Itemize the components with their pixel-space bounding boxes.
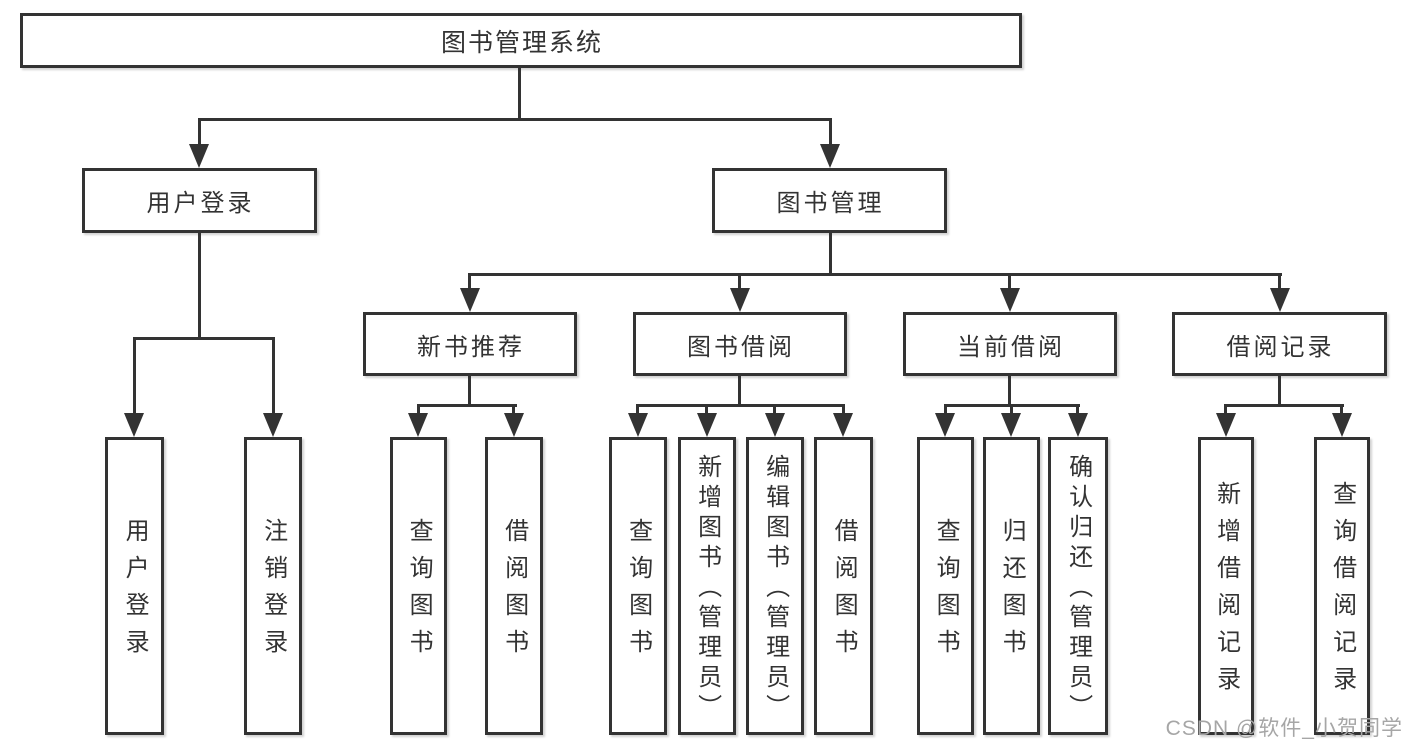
- connector-segment: [1224, 404, 1227, 416]
- connector-segment: [468, 376, 471, 407]
- node-user-login: 用户登录: [82, 168, 317, 233]
- leaf-logout: 注销登录: [244, 437, 302, 735]
- leaf-borrow-books-recommend: 借阅图书: [485, 437, 543, 735]
- connector-segment: [198, 118, 201, 148]
- leaf-add-borrow-record-label: 新增借阅记录: [1212, 481, 1240, 703]
- node-current-borrow: 当前借阅: [903, 312, 1117, 376]
- connector-segment: [468, 273, 1282, 276]
- connector-segment: [198, 233, 201, 340]
- node-new-book-recommend-label: 新书推荐: [417, 333, 525, 361]
- leaf-borrow-books-label: 借阅图书: [830, 518, 858, 666]
- arrowhead-down: [408, 413, 428, 437]
- connector-segment: [1010, 404, 1013, 416]
- node-root: 图书管理系统: [20, 13, 1022, 68]
- connector-segment: [133, 337, 136, 415]
- node-borrow-records: 借阅记录: [1172, 312, 1387, 376]
- connector-segment: [773, 404, 776, 416]
- node-user-login-label: 用户登录: [146, 190, 255, 217]
- arrowhead-down: [697, 413, 717, 437]
- connector-segment: [272, 337, 275, 415]
- arrowhead-down: [820, 144, 840, 168]
- connector-segment: [468, 273, 471, 291]
- leaf-add-book-admin: 新增图书（管理员）: [678, 437, 736, 735]
- arrowhead-down: [935, 413, 955, 437]
- leaf-query-books-recommend-label: 查询图书: [405, 518, 433, 666]
- connector-segment: [842, 404, 845, 416]
- arrowhead-down: [460, 288, 480, 312]
- leaf-borrow-books: 借阅图书: [814, 437, 873, 735]
- node-book-management-label: 图书管理: [776, 190, 885, 217]
- leaf-edit-book-admin-label: 编辑图书（管理员）: [761, 454, 789, 724]
- leaf-query-books-current: 查询图书: [917, 437, 974, 735]
- node-book-borrow: 图书借阅: [633, 312, 847, 376]
- connector-segment: [636, 404, 639, 416]
- arrowhead-down: [1000, 288, 1020, 312]
- node-borrow-records-label: 借阅记录: [1226, 333, 1335, 361]
- leaf-query-books-borrow-label: 查询图书: [624, 518, 652, 666]
- arrowhead-down: [628, 413, 648, 437]
- leaf-borrow-books-recommend-label: 借阅图书: [500, 518, 528, 666]
- connector-segment: [1278, 273, 1281, 291]
- leaf-edit-book-admin: 编辑图书（管理员）: [746, 437, 804, 735]
- arrowhead-down: [1216, 413, 1236, 437]
- node-book-borrow-label: 图书借阅: [687, 333, 795, 361]
- node-book-management: 图书管理: [712, 168, 947, 233]
- connector-segment: [1340, 404, 1343, 416]
- arrowhead-down: [124, 413, 144, 437]
- leaf-return-book-label: 归还图书: [998, 518, 1026, 666]
- connector-segment: [1278, 376, 1281, 407]
- arrowhead-down: [730, 288, 750, 312]
- leaf-query-books-recommend: 查询图书: [390, 437, 447, 735]
- leaf-user-login: 用户登录: [105, 437, 164, 735]
- connector-segment: [636, 404, 845, 407]
- arrowhead-down: [504, 413, 524, 437]
- connector-segment: [417, 404, 420, 416]
- connector-segment: [829, 118, 832, 148]
- arrowhead-down: [833, 413, 853, 437]
- node-current-borrow-label: 当前借阅: [957, 333, 1065, 361]
- connector-segment: [1008, 376, 1011, 407]
- connector-segment: [198, 118, 832, 121]
- connector-segment: [944, 404, 947, 416]
- leaf-confirm-return-admin: 确认归还（管理员）: [1048, 437, 1108, 735]
- leaf-query-books-borrow: 查询图书: [609, 437, 667, 735]
- arrowhead-down: [189, 144, 209, 168]
- leaf-user-login-label: 用户登录: [121, 518, 149, 666]
- connector-segment: [1224, 404, 1344, 407]
- arrowhead-down: [1332, 413, 1352, 437]
- leaf-add-book-admin-label: 新增图书（管理员）: [693, 454, 721, 724]
- connector-segment: [518, 68, 521, 120]
- leaf-logout-label: 注销登录: [259, 518, 287, 666]
- connector-segment: [738, 376, 741, 407]
- leaf-query-borrow-record: 查询借阅记录: [1314, 437, 1370, 735]
- leaf-add-borrow-record: 新增借阅记录: [1198, 437, 1254, 735]
- arrowhead-down: [1001, 413, 1021, 437]
- connector-segment: [1076, 404, 1079, 416]
- leaf-query-borrow-record-label: 查询借阅记录: [1328, 481, 1356, 703]
- connector-segment: [738, 273, 741, 291]
- connector-segment: [1008, 273, 1011, 291]
- connector-segment: [133, 337, 275, 340]
- node-root-label: 图书管理系统: [440, 28, 603, 57]
- leaf-confirm-return-admin-label: 确认归还（管理员）: [1064, 454, 1092, 724]
- arrowhead-down: [765, 413, 785, 437]
- connector-segment: [829, 233, 832, 276]
- arrowhead-down: [263, 413, 283, 437]
- connector-segment: [705, 404, 708, 416]
- node-new-book-recommend: 新书推荐: [363, 312, 577, 376]
- arrowhead-down: [1068, 413, 1088, 437]
- watermark: CSDN @软件_小贺同学: [1165, 717, 1403, 740]
- connector-segment: [512, 404, 515, 416]
- leaf-return-book: 归还图书: [983, 437, 1040, 735]
- arrowhead-down: [1270, 288, 1290, 312]
- leaf-query-books-current-label: 查询图书: [932, 518, 960, 666]
- connector-segment: [417, 404, 517, 407]
